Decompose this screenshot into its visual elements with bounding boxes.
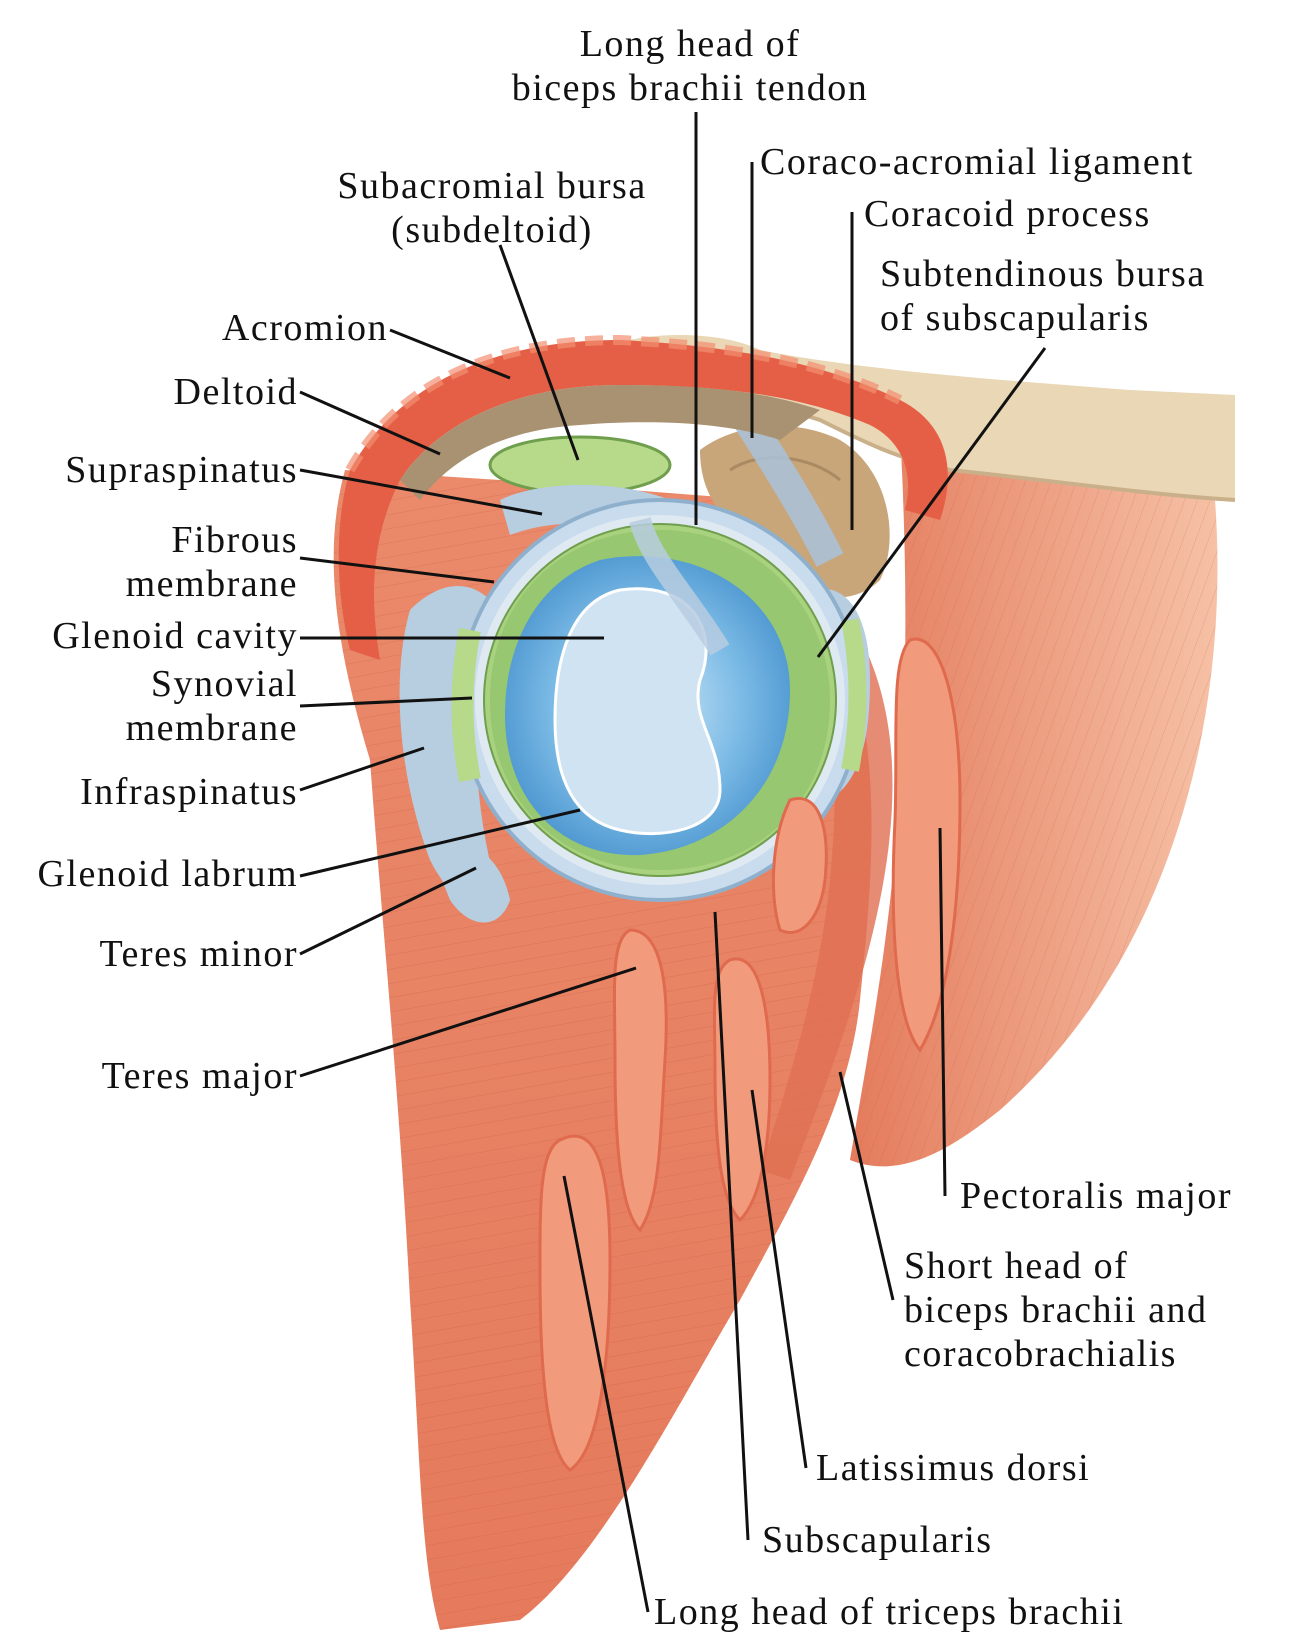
label-infraspinatus: Infraspinatus <box>0 770 298 814</box>
label-acromion: Acromion <box>0 306 388 350</box>
label-long-head-biceps-tendon: Long head of biceps brachii tendon <box>480 22 900 110</box>
label-subtendinous-bursa: Subtendinous bursa of subscapularis <box>880 252 1206 340</box>
label-supraspinatus: Supraspinatus <box>0 448 298 492</box>
label-deltoid: Deltoid <box>0 370 298 414</box>
label-coraco-acromial-ligament: Coraco-acromial ligament <box>760 140 1194 184</box>
label-subscapularis: Subscapularis <box>762 1518 993 1562</box>
label-coracoid-process: Coracoid process <box>864 192 1151 236</box>
label-long-head-triceps: Long head of triceps brachii <box>654 1590 1124 1634</box>
label-glenoid-labrum: Glenoid labrum <box>0 852 298 896</box>
label-synovial-membrane: Synovial membrane <box>0 662 298 750</box>
label-short-head-biceps: Short head of biceps brachii and coracob… <box>904 1244 1207 1376</box>
label-subacromial-bursa: Subacromial bursa (subdeltoid) <box>312 164 672 252</box>
label-latissimus-dorsi: Latissimus dorsi <box>816 1446 1090 1490</box>
label-fibrous-membrane: Fibrous membrane <box>0 518 298 606</box>
label-teres-major: Teres major <box>0 1054 298 1098</box>
subacromial-bursa <box>490 437 670 493</box>
label-pectoralis-major: Pectoralis major <box>960 1174 1232 1218</box>
label-teres-minor: Teres minor <box>0 932 298 976</box>
label-glenoid-cavity: Glenoid cavity <box>0 614 298 658</box>
